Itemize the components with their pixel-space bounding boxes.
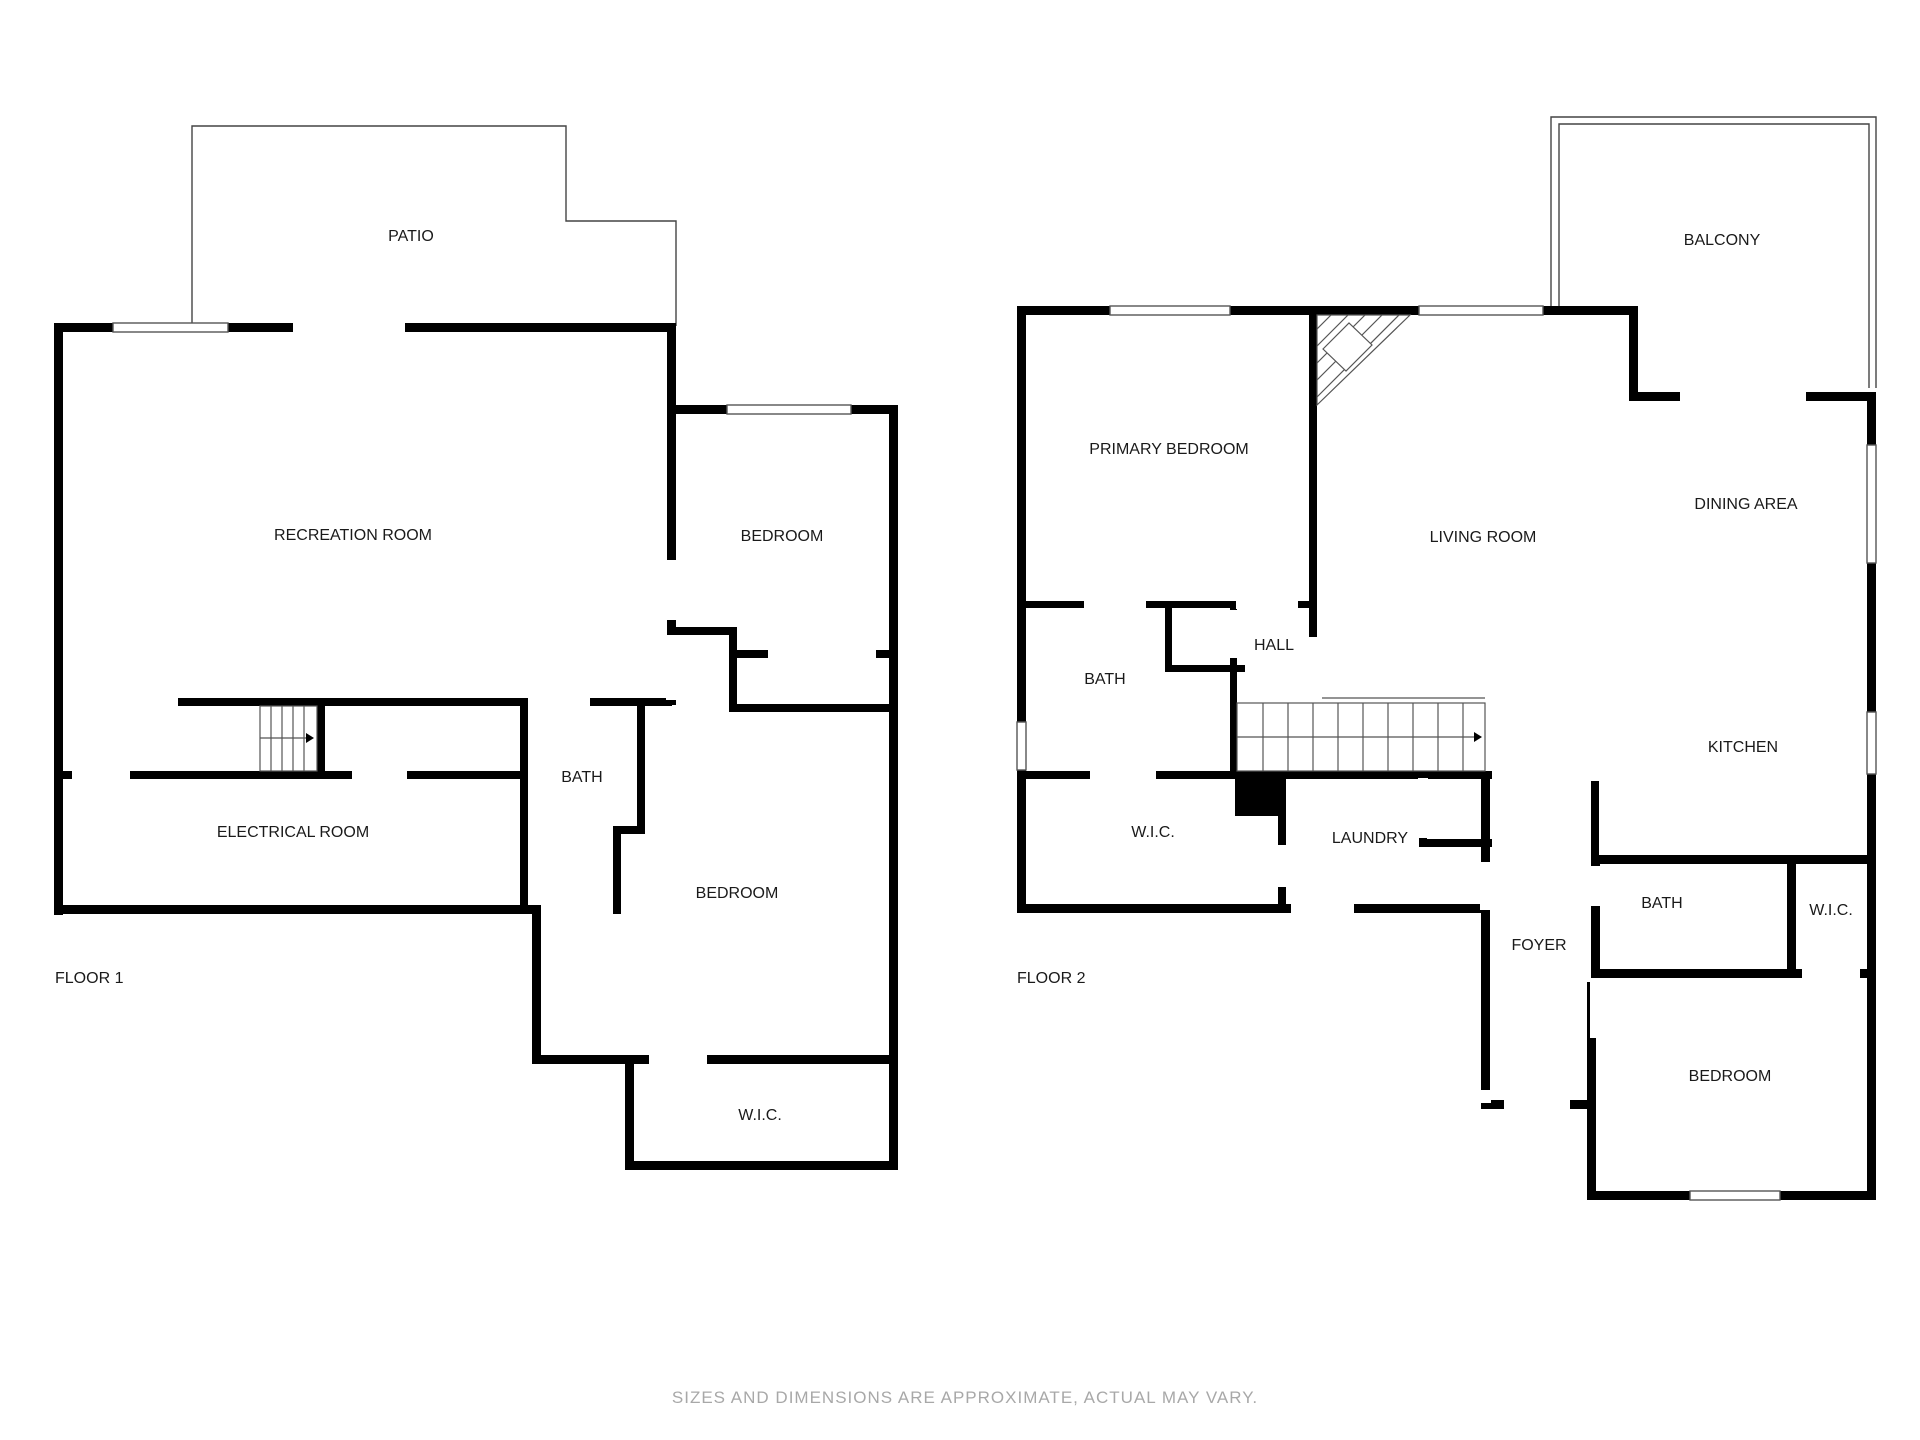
- room-label-patio: PATIO: [388, 228, 434, 245]
- floor1-stairs: [259, 705, 318, 772]
- room-label-laundry: LAUNDRY: [1332, 830, 1409, 847]
- room-label-bedroom-upper: BEDROOM: [741, 528, 824, 545]
- floor2-stairs: [1236, 697, 1486, 772]
- disclaimer-text: SIZES AND DIMENSIONS ARE APPROXIMATE, AC…: [672, 1388, 1258, 1407]
- floor1-plan: PATIO RECREATION ROOM BEDROOM BATH ELECT…: [54, 125, 898, 1170]
- room-label-living-room: LIVING ROOM: [1430, 529, 1537, 546]
- floor2-label: FLOOR 2: [1017, 970, 1086, 987]
- fireplace-icon: [1316, 314, 1412, 407]
- floor1-walls: [54, 323, 898, 1170]
- floor2-balcony-outline: [1550, 116, 1877, 388]
- room-label-bath-right: BATH: [1641, 895, 1682, 912]
- room-label-kitchen: KITCHEN: [1708, 739, 1778, 756]
- room-label-wic: W.I.C.: [738, 1107, 782, 1124]
- floor2-plan: BALCONY PRIMARY BEDROOM LIVING ROOM DINI…: [1016, 116, 1877, 1201]
- room-label-bedroom-lower: BEDROOM: [696, 885, 779, 902]
- room-label-recreation-room: RECREATION ROOM: [274, 527, 432, 544]
- room-label-bath: BATH: [561, 769, 602, 786]
- floor2-windows: [1016, 305, 1877, 1201]
- room-label-bedroom: BEDROOM: [1689, 1068, 1772, 1085]
- floor2-openings: [1026, 391, 1860, 1110]
- room-label-dining-area: DINING AREA: [1694, 496, 1797, 513]
- floor1-windows: [112, 322, 852, 415]
- room-label-balcony: BALCONY: [1684, 232, 1761, 249]
- room-label-hall: HALL: [1254, 637, 1294, 654]
- room-label-bath-left: BATH: [1084, 671, 1125, 688]
- room-label-electrical-room: ELECTRICAL ROOM: [217, 824, 369, 841]
- floor1-patio-outline: [191, 125, 677, 326]
- floor1-label: FLOOR 1: [55, 970, 124, 987]
- floor1-openings: [72, 322, 876, 1065]
- room-label-wic-left: W.I.C.: [1131, 824, 1175, 841]
- room-label-wic-right: W.I.C.: [1809, 902, 1853, 919]
- room-label-primary-bedroom: PRIMARY BEDROOM: [1089, 441, 1248, 458]
- room-label-foyer: FOYER: [1511, 937, 1566, 954]
